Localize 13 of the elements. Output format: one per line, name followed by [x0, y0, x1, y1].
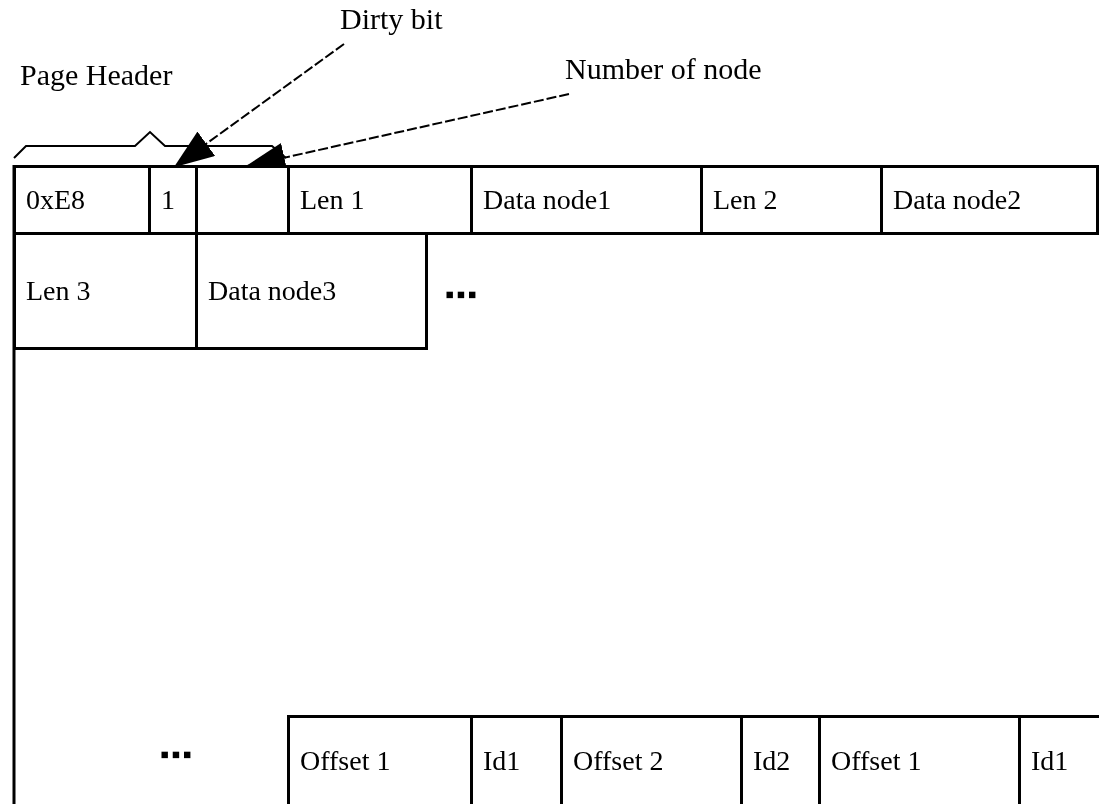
table-cell: Len 3 — [13, 232, 198, 350]
ellipsis: ▪▪▪ — [445, 280, 479, 310]
table-cell: Data node2 — [880, 165, 1099, 235]
table-cell: Data node1 — [470, 165, 703, 235]
callout-label: Number of node — [565, 52, 762, 86]
table-cell: Data node3 — [195, 232, 428, 350]
table-cell: 0xE8 — [13, 165, 151, 235]
ellipsis: ▪▪▪ — [160, 740, 194, 770]
table-cell: Offset 1 — [287, 715, 473, 804]
callout-label: Dirty bit — [340, 2, 443, 36]
table-cell: Len 2 — [700, 165, 883, 235]
section-label: Page Header — [20, 58, 173, 92]
table-cell: Len 1 — [287, 165, 473, 235]
